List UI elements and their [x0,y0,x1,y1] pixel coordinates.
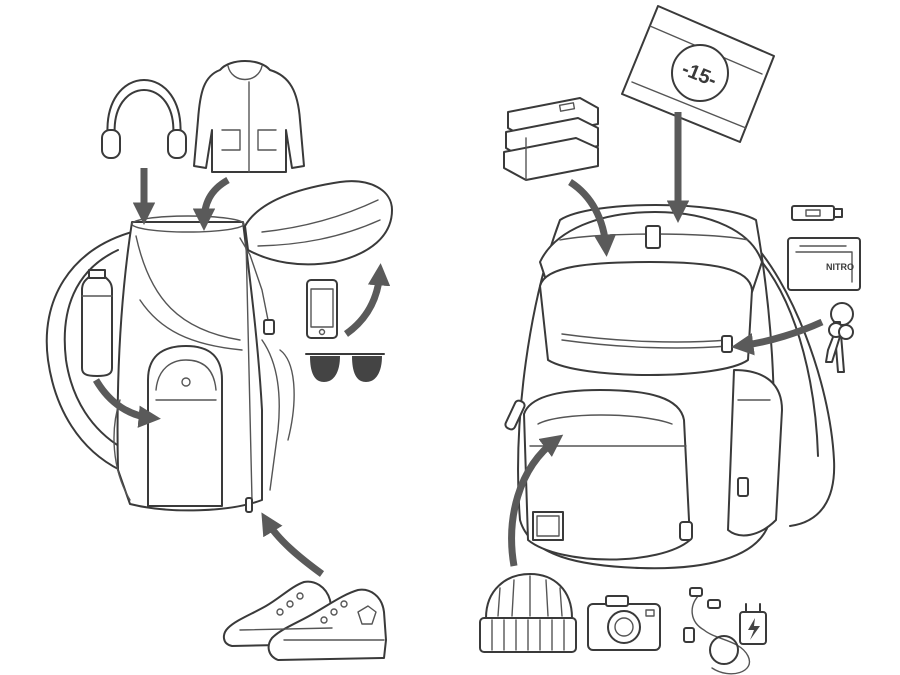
left-backpack [45,180,393,513]
beanie-icon [479,573,577,653]
arrow-beanie-in [508,434,564,567]
arrow-keys-in [731,318,824,356]
charger-cable-icon [683,587,767,675]
arrow-hoodie-in [192,176,230,231]
right-arrows [508,112,824,567]
headphones-icon [101,79,187,159]
left-arrows [92,168,391,577]
wallet-brand: NITRO [826,262,854,272]
camera-icon [587,595,661,651]
hoodie-icon [193,60,305,173]
usb-stick-icon [791,205,843,221]
arrow-shoes-in [261,512,325,577]
wallet-icon: NITRO [787,237,861,291]
sneakers-icon [222,580,387,661]
right-backpack [504,204,836,570]
sunglasses-icon [305,353,385,382]
keys-icon [825,302,854,373]
arrow-phone-out [343,263,391,337]
gift-card: -15- [621,5,775,143]
books-icon [503,97,599,181]
smartphone-icon [306,279,338,339]
arrow-books-in [568,179,617,257]
arrow-bottle-in [92,378,161,428]
